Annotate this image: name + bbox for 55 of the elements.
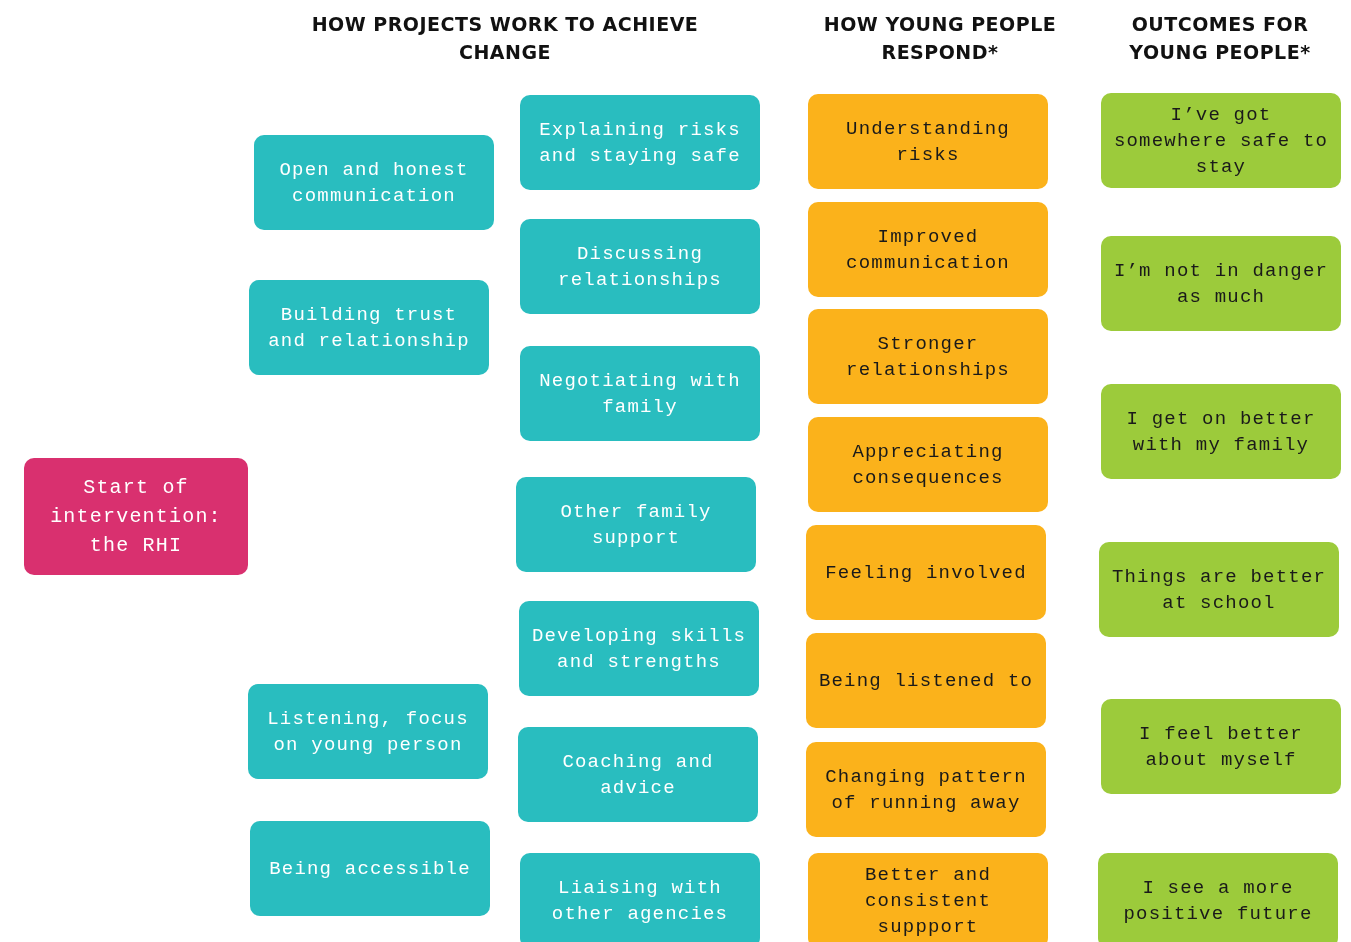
box-text: Liaising with other agencies — [550, 875, 730, 927]
box-text: Appreciating consequences — [851, 439, 1005, 491]
response-box — [808, 202, 1048, 297]
box-text: Feeling involved — [825, 560, 1027, 586]
method-box — [520, 853, 760, 942]
box-text: Negotiating with family — [538, 368, 742, 420]
method-box — [520, 219, 760, 314]
box-text: Being accessible — [269, 856, 471, 882]
column-heading: OUTCOMES FOR YOUNG PEOPLE* — [1128, 12, 1312, 65]
outcome-box — [1101, 699, 1341, 794]
box-text: Other family support — [559, 499, 713, 551]
box-text: Stronger relationships — [845, 331, 1011, 383]
method-box — [248, 684, 488, 779]
box-text: Better and consistent suppport — [864, 862, 992, 940]
box-text: I’m not in danger as much — [1112, 258, 1330, 310]
box-text: Discussing relationships — [557, 241, 723, 293]
box-text: Building trust and relationship — [267, 302, 471, 354]
box-text: Coaching and advice — [561, 749, 715, 801]
start-box — [24, 458, 248, 575]
method-box — [520, 346, 760, 441]
box-text: I feel better about myself — [1138, 721, 1304, 773]
box-text: Developing skills and strengths — [530, 623, 748, 675]
method-box — [520, 95, 760, 190]
box-text: Explaining risks and staying safe — [538, 117, 742, 169]
column-heading: HOW PROJECTS WORK TO ACHIEVE CHANGE — [310, 12, 700, 65]
box-text: Being listened to — [818, 668, 1034, 694]
box-text: Changing pattern of running away — [824, 764, 1028, 816]
outcome-box — [1099, 542, 1339, 637]
response-box — [808, 94, 1048, 189]
box-text: Listening, focus on young person — [266, 706, 470, 758]
outcome-box — [1098, 853, 1338, 942]
response-box — [808, 417, 1048, 512]
method-box — [518, 727, 758, 822]
method-box — [249, 280, 489, 375]
box-text: Start of intervention: the RHI — [49, 475, 223, 559]
box-text: I get on better with my family — [1125, 406, 1317, 458]
method-box — [250, 821, 490, 916]
box-text: Open and honest communication — [278, 157, 470, 209]
method-box — [519, 601, 759, 696]
box-text: I see a more positive future — [1122, 875, 1314, 927]
box-text: Improved communication — [845, 224, 1011, 276]
box-text: Things are better at school — [1110, 564, 1328, 616]
outcome-box — [1101, 93, 1341, 188]
response-box — [806, 525, 1046, 620]
response-box — [806, 742, 1046, 837]
box-text: I’ve got somewhere safe to stay — [1112, 102, 1330, 180]
column-heading: HOW YOUNG PEOPLE RESPOND* — [822, 12, 1058, 65]
method-box — [516, 477, 756, 572]
box-text: Understanding risks — [845, 116, 1011, 168]
response-box — [806, 633, 1046, 728]
response-box — [808, 309, 1048, 404]
outcome-box — [1101, 384, 1341, 479]
method-box — [254, 135, 494, 230]
outcome-box — [1101, 236, 1341, 331]
response-box — [808, 853, 1048, 942]
